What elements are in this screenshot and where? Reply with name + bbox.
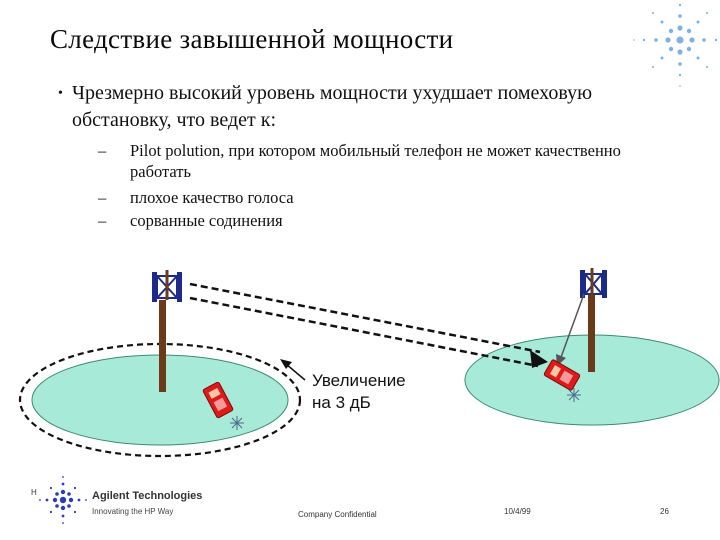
callout-line-1: Увеличение <box>312 371 406 390</box>
agilent-sparkle-logo-top <box>633 3 718 87</box>
footer-brand: Agilent Technologies <box>92 490 203 502</box>
slide-title: Следствие завышенной мощности <box>50 24 454 54</box>
right-tower <box>580 268 607 372</box>
sub-item: – сорванные содинения <box>98 210 650 231</box>
left-phone-icon <box>202 381 234 419</box>
footer-date: 10/4/99 <box>504 507 531 516</box>
interference-arrowhead <box>530 350 548 368</box>
footer-confidential: Company Confidential <box>298 510 377 519</box>
sub-marker: – <box>98 211 107 230</box>
sub-item-text: сорванные содинения <box>130 211 283 230</box>
left-tower <box>152 270 182 392</box>
sub-marker: – <box>98 141 107 160</box>
footer-marker: H <box>31 488 37 497</box>
bullet-marker: • <box>58 86 63 101</box>
sub-item-text: плохое качество голоса <box>130 188 294 207</box>
agilent-logo-icon <box>39 476 87 524</box>
footer-tagline: Innovating the HP Way <box>92 507 174 516</box>
power-increase-callout: Увеличение на 3 дБ <box>312 370 406 414</box>
sub-item: – Pilot polution, при котором мобильный … <box>98 140 650 182</box>
sub-marker: – <box>98 188 107 207</box>
right-phone-signal-icon <box>567 388 581 402</box>
callout-pointer-arrowhead <box>280 359 292 369</box>
page-number: 26 <box>660 507 669 516</box>
sub-item-text: Pilot polution, при котором мобильный те… <box>130 141 621 181</box>
sub-item: – плохое качество голоса <box>98 187 650 208</box>
main-bullet: • Чрезмерно высокий уровень мощности уху… <box>58 80 662 134</box>
callout-line-2: на 3 дБ <box>312 393 371 412</box>
callout-pointer <box>285 363 306 381</box>
interference-line-lower <box>189 296 539 368</box>
interference-line-upper <box>189 282 541 354</box>
serving-link <box>559 293 585 361</box>
right-phone-icon <box>543 359 581 391</box>
main-bullet-text: Чрезмерно высокий уровень мощности ухудш… <box>72 82 593 131</box>
left-phone-signal-icon <box>230 416 244 430</box>
